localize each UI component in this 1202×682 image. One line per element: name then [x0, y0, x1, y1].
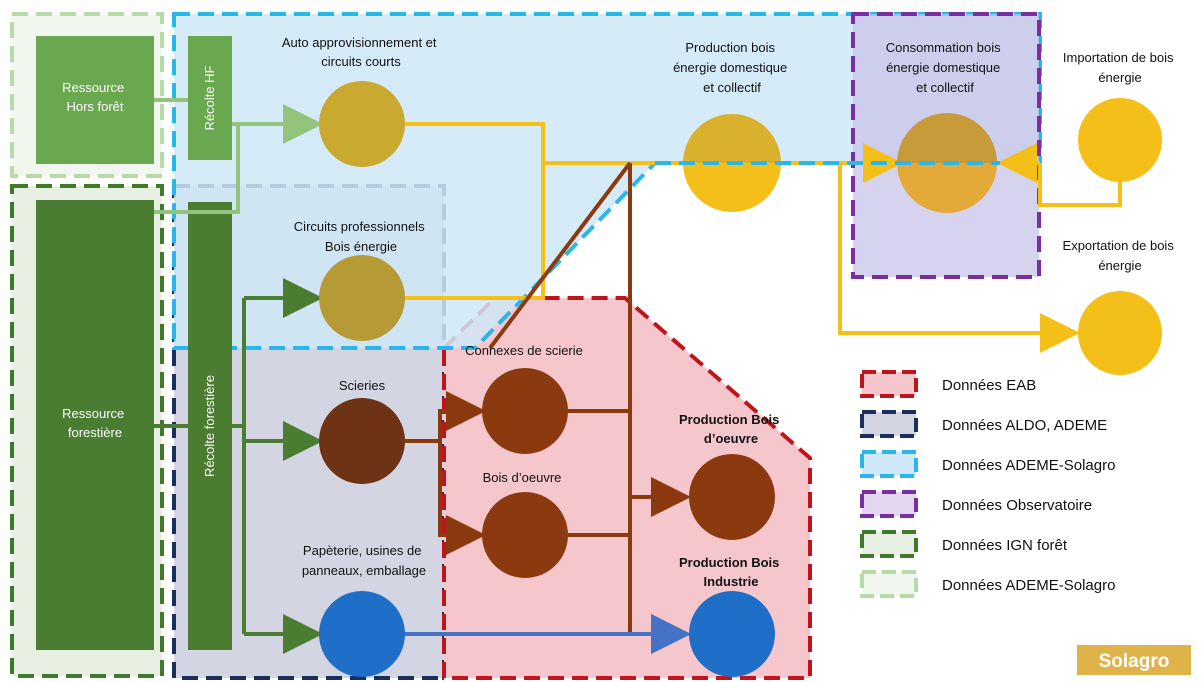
legend-label-3: Données Observatoire	[942, 497, 1092, 514]
legend-label-1: Données ALDO, ADEME	[942, 417, 1107, 434]
node-prod-energie-circle-bottom	[683, 163, 781, 212]
node-prod-energie-label: Production bois énergie domestique et co…	[673, 40, 791, 95]
legend-swatch-4	[860, 530, 918, 558]
node-scieries-label: Scieries	[339, 378, 386, 393]
legend-label-2: Données ADEME-Solagro	[942, 457, 1115, 474]
node-auto-appro-circle	[319, 81, 405, 167]
resource-hors-foret-box	[36, 36, 154, 164]
node-circuits-pro-label: Circuits professionnels Bois énergie	[294, 219, 428, 254]
legend-label-4: Données IGN forêt	[942, 537, 1068, 554]
resource-forestiere-label: Ressource forestière	[62, 406, 128, 440]
node-prod-bois-industrie-label: Production Bois Industrie	[679, 555, 783, 589]
node-exportation-label: Exportation de bois énergie	[1063, 238, 1178, 273]
node-prod-bois-oeuvre-label: Production Bois d’oeuvre	[679, 412, 783, 446]
solagro-logo: Solagro	[1077, 645, 1191, 675]
legend-label-0: Données EAB	[942, 377, 1036, 394]
node-auto-appro-label: Auto approvisionnement et circuits court…	[282, 35, 440, 69]
harvest-forestiere-bar	[188, 202, 232, 650]
legend-swatch-1	[860, 410, 918, 438]
legend-swatch-3	[860, 490, 918, 518]
node-connexes-circle	[482, 368, 568, 454]
legend-swatch-0	[860, 370, 918, 398]
node-exportation-circle	[1078, 291, 1162, 375]
node-importation-label: Importation de bois énergie	[1063, 50, 1177, 85]
node-papeterie-label: Papèterie, usines de panneaux, emballage	[302, 543, 426, 578]
node-bois-oeuvre-circle	[482, 492, 568, 578]
node-papeterie-circle	[319, 591, 405, 677]
node-conso-energie-circle-bottom	[897, 163, 997, 213]
legend-swatch-2	[860, 450, 918, 478]
node-circuits-pro-circle	[319, 255, 405, 341]
node-conso-energie-label: Consommation bois énergie domestique et …	[886, 40, 1005, 95]
resource-forestiere-box	[36, 200, 154, 650]
flows-forestiere	[154, 278, 323, 654]
node-prod-bois-industrie-circle	[689, 591, 775, 677]
node-importation-circle	[1078, 98, 1162, 182]
harvest-hf-label: Récolte HF	[202, 65, 217, 130]
harvest-forestiere-label: Récolte forestière	[202, 375, 217, 477]
node-bois-oeuvre-label: Bois d’oeuvre	[483, 470, 562, 485]
node-connexes-label: Connexes de scierie	[465, 343, 583, 358]
legend-label-5: Données ADEME-Solagro	[942, 577, 1115, 594]
legend-swatch-5	[860, 570, 918, 598]
flows-hors-foret	[154, 98, 323, 214]
logo-text: Solagro	[1099, 651, 1170, 672]
resource-hors-foret-label: Ressource Hors forêt	[62, 80, 128, 114]
node-conso-energie-circle-top	[897, 113, 997, 163]
harvest-hf-bar	[188, 36, 232, 160]
node-prod-bois-oeuvre-circle	[689, 454, 775, 540]
legend: Données EAB Données ALDO, ADEME Données AD…	[860, 370, 1115, 598]
node-scieries-circle	[319, 398, 405, 484]
node-prod-energie-circle-top	[683, 114, 781, 163]
